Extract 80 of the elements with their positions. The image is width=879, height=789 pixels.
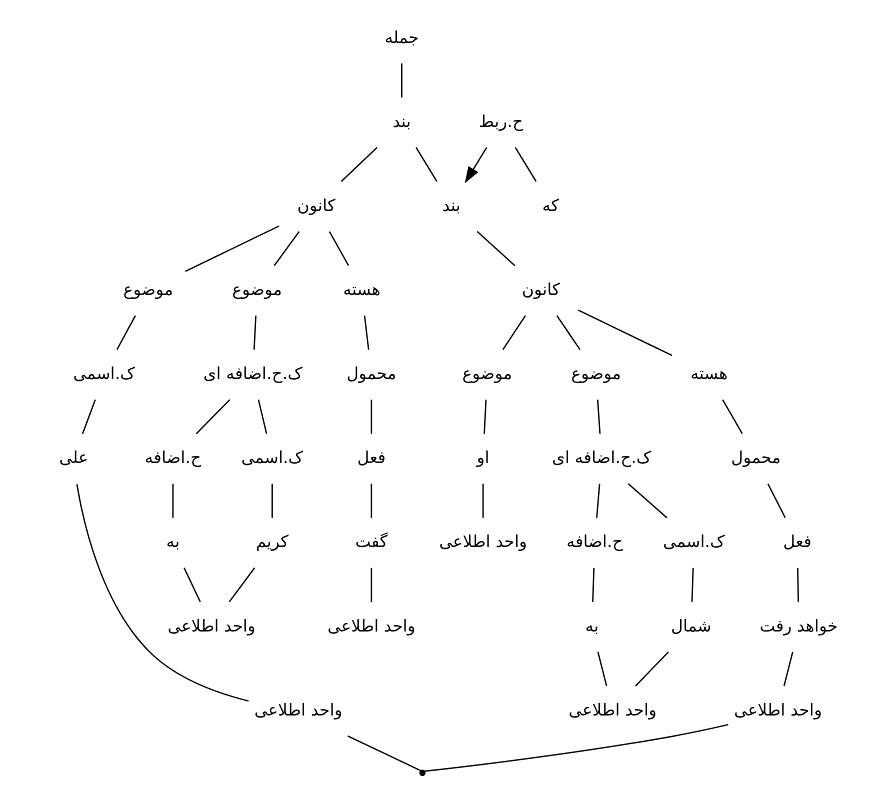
connector (690, 568, 694, 602)
node-text: گفت (354, 532, 388, 552)
node-text: واحد اطلاعی (254, 700, 342, 720)
connector (346, 735, 420, 772)
node-text: به (584, 616, 598, 636)
connector (340, 146, 378, 182)
connector (596, 400, 600, 434)
connector (370, 484, 372, 518)
connector (228, 567, 255, 602)
node-text: کریم (255, 532, 288, 552)
arrow (464, 147, 487, 184)
connector (482, 484, 484, 518)
connector (81, 399, 96, 434)
node-text: ک.اسمی (72, 364, 134, 384)
connector (116, 315, 136, 350)
node-text: جمله (384, 28, 418, 47)
connector (502, 315, 526, 350)
connector (328, 231, 349, 266)
node-text: ح.اضافه (566, 532, 622, 552)
connector (370, 400, 372, 434)
node-text: ح.ربط (478, 112, 523, 131)
connector (596, 484, 600, 518)
node-text: واحد اطلاعی (734, 700, 822, 720)
node-text: محمول (730, 448, 780, 468)
connector (796, 568, 798, 602)
node-text: فعل (356, 448, 386, 468)
node-text: کانون (521, 280, 560, 299)
node-text: ح.اضافه (144, 448, 201, 468)
connector (172, 484, 174, 518)
connector (370, 568, 372, 602)
node-text: ک.اسمی (240, 448, 303, 468)
node-text: هسته (342, 280, 380, 299)
node-text: کانون (296, 196, 335, 215)
node-point (418, 770, 426, 776)
connector (634, 651, 668, 686)
connector (76, 484, 248, 702)
connector (363, 316, 369, 350)
node-text: موضوع (122, 280, 173, 299)
node-text: شمال (670, 616, 711, 636)
node-text: خواهد رفت (759, 616, 838, 636)
node-text: بند (392, 112, 410, 131)
connector (782, 652, 793, 686)
connector (273, 231, 300, 266)
connector (627, 483, 667, 518)
node-text: واحد اطلاعی (438, 532, 527, 552)
node-text: واحد اطلاعی (568, 700, 656, 720)
node-text: که (542, 196, 558, 215)
connector (722, 399, 742, 434)
connector (476, 231, 515, 266)
connector (592, 568, 594, 602)
node-text: ک.اسمی (662, 532, 724, 552)
node-text: هسته (690, 364, 728, 384)
connector (252, 316, 256, 350)
connector (424, 724, 728, 772)
node-text: موضوع (570, 364, 620, 384)
node-text: ک.ح.اضافه ای (202, 364, 302, 384)
connector (766, 483, 786, 518)
node-text: علی (58, 448, 88, 468)
connector (183, 568, 200, 602)
node-text: ک.ح.اضافه ای (552, 448, 651, 468)
node-text: واحد اطلاعی (167, 616, 256, 636)
node-text: موضوع (462, 364, 512, 384)
connector (596, 652, 607, 686)
node-text: فعل (782, 532, 812, 552)
connector (514, 147, 536, 182)
node-text: موضوع (232, 280, 282, 299)
node-text: بند (442, 196, 460, 215)
connector (400, 63, 402, 98)
connector (483, 400, 486, 434)
node-text: به (166, 532, 180, 552)
node-text: او (476, 448, 489, 468)
connector (556, 315, 580, 350)
connector (195, 399, 230, 434)
connector (257, 400, 267, 434)
connector (415, 147, 437, 182)
connector (577, 310, 672, 356)
node-text: واحد اطلاعی (326, 616, 415, 636)
connector (271, 484, 272, 518)
connector (184, 225, 279, 272)
node-text: محمول (346, 364, 396, 384)
